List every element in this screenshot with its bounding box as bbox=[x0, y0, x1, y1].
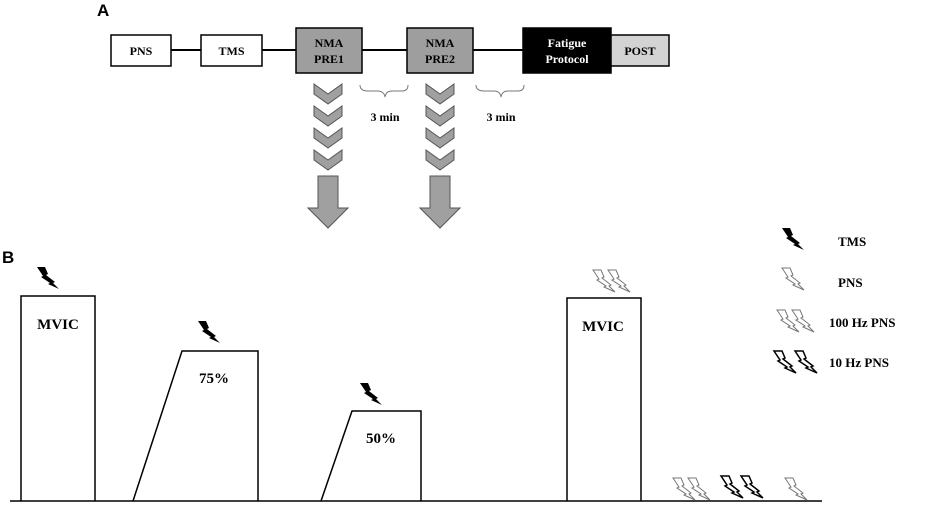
legend-100hz-label: 100 Hz PNS bbox=[829, 315, 895, 330]
nma-pre1-box: NMA PRE1 bbox=[295, 27, 363, 74]
legend-10hz-label: 10 Hz PNS bbox=[829, 355, 889, 370]
nma-pre1-line2: PRE1 bbox=[314, 52, 344, 66]
tms-bolt-mvic1 bbox=[37, 267, 59, 289]
ramp-50-contraction bbox=[320, 410, 422, 502]
pns-bolt-rest bbox=[784, 477, 808, 501]
pns-100hz-bolts-mvic2 bbox=[592, 269, 631, 293]
legend-100hz-icon bbox=[776, 309, 815, 333]
nma-pre1-line1: NMA bbox=[315, 36, 344, 50]
fatigue-line2: Protocol bbox=[545, 52, 589, 66]
ramp-75-label: 75% bbox=[199, 371, 229, 387]
mvic-2-label: MVIC bbox=[582, 319, 624, 335]
mvic-contraction-1 bbox=[20, 295, 96, 501]
legend-tms-label: TMS bbox=[838, 234, 866, 249]
ramp-75-contraction bbox=[132, 350, 259, 502]
tms-bolt-75 bbox=[198, 321, 220, 343]
post-box: POST bbox=[610, 34, 670, 67]
legend-10hz-icon bbox=[773, 350, 818, 374]
down-arrow-pre1 bbox=[306, 83, 350, 229]
post-box-label: POST bbox=[624, 44, 655, 58]
mvic-1-label: MVIC bbox=[37, 317, 79, 333]
pns-100hz-bolts-rest bbox=[672, 477, 711, 501]
interval-label-1: 3 min bbox=[370, 110, 399, 124]
tms-box-label: TMS bbox=[218, 44, 244, 58]
pns-box: PNS bbox=[110, 34, 172, 67]
fatigue-line1: Fatigue bbox=[548, 36, 587, 50]
panel-b-label: B bbox=[2, 248, 14, 267]
pns-box-label: PNS bbox=[130, 44, 153, 58]
interval-brace-1 bbox=[359, 84, 409, 98]
down-arrow-pre2 bbox=[418, 83, 462, 229]
ramp-50-label: 50% bbox=[366, 431, 396, 447]
interval-brace-2 bbox=[475, 84, 525, 98]
legend-tms-icon bbox=[782, 228, 804, 250]
nma-pre2-box: NMA PRE2 bbox=[406, 27, 474, 74]
nma-pre2-line2: PRE2 bbox=[425, 52, 455, 66]
tms-box: TMS bbox=[200, 34, 263, 67]
legend: TMS PNS 100 Hz PNS 10 Hz PNS bbox=[773, 228, 895, 374]
pns-10hz-bolts-rest bbox=[720, 475, 764, 499]
panel-a-label: A bbox=[97, 1, 109, 20]
tms-bolt-50 bbox=[360, 383, 382, 405]
mvic-contraction-2 bbox=[566, 297, 642, 501]
legend-pns-icon bbox=[781, 267, 805, 291]
legend-pns-label: PNS bbox=[838, 275, 863, 290]
nma-pre2-line1: NMA bbox=[426, 36, 455, 50]
interval-label-2: 3 min bbox=[486, 110, 515, 124]
fatigue-protocol-box: Fatigue Protocol bbox=[522, 27, 612, 74]
